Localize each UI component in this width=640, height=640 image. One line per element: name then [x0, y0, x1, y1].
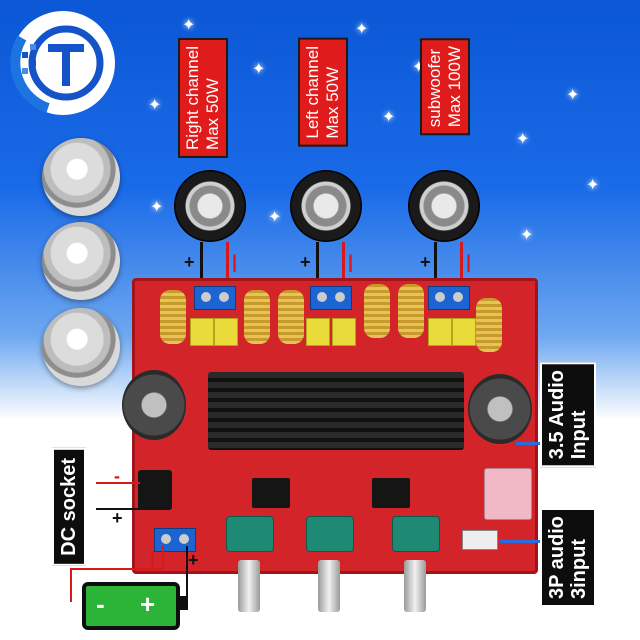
star-icon: ✦	[355, 21, 369, 38]
star-icon: ✦	[148, 97, 162, 114]
battery-minus: -	[96, 589, 105, 619]
power-terminal	[154, 528, 196, 552]
capacitor	[190, 318, 214, 346]
speaker-terminal	[428, 286, 470, 310]
battery-plus: +	[140, 589, 156, 619]
plus-sign: +	[300, 252, 311, 272]
right-speaker-icon	[174, 170, 246, 242]
audio-3p-input-label: 3P audio 3input	[540, 508, 596, 607]
left-channel-title: Left channel	[303, 46, 322, 139]
speaker-terminal	[310, 286, 352, 310]
inductor	[244, 290, 270, 344]
audio-35-input-label: 3.5 Audio Input	[540, 362, 596, 468]
audio-jack-3-5	[484, 468, 532, 520]
knob-cap-icon	[42, 222, 120, 300]
wire	[460, 242, 463, 292]
subwoofer-power: Max 100W	[445, 46, 464, 128]
electrolytic-capacitor	[122, 370, 186, 440]
capacitor	[306, 318, 330, 346]
minus-sign: |	[150, 548, 156, 568]
plus-sign: +	[420, 252, 431, 272]
inductor	[364, 284, 390, 338]
brand-logo	[10, 11, 115, 115]
heatsink	[208, 372, 464, 450]
wire	[70, 568, 164, 570]
wire	[200, 242, 203, 292]
speaker-terminal	[194, 286, 236, 310]
pot-shaft	[318, 560, 340, 612]
capacitor	[214, 318, 238, 346]
audio-3p-title: 3P audio	[546, 516, 568, 599]
minus-sign: |	[232, 252, 238, 272]
left-speaker-icon	[290, 170, 362, 242]
pot-shaft	[238, 560, 260, 612]
inductor	[160, 290, 186, 344]
wire	[70, 568, 72, 602]
star-icon: ✦	[268, 209, 282, 226]
subwoofer-title: subwoofer	[425, 48, 444, 128]
star-icon: ✦	[520, 227, 534, 244]
wire	[96, 482, 140, 484]
battery-terminal	[180, 596, 188, 610]
treble-potentiometer	[306, 516, 354, 552]
right-channel-title: Right channel	[183, 46, 202, 150]
right-channel-label: Right channel Max 50W	[178, 38, 228, 158]
star-icon: ✦	[182, 17, 196, 34]
subwoofer-label: subwoofer Max 100W	[420, 38, 470, 136]
pointer-line	[500, 540, 540, 543]
star-icon: ✦	[382, 109, 396, 126]
dc-socket-title: DC socket	[58, 458, 80, 556]
wire	[342, 242, 345, 292]
inductor	[398, 284, 424, 338]
3p-connector	[462, 530, 498, 550]
inductor	[278, 290, 304, 344]
ic-chip	[252, 478, 290, 508]
left-channel-power: Max 50W	[323, 66, 342, 139]
plus-sign: +	[112, 508, 123, 528]
ic-chip	[372, 478, 410, 508]
electrolytic-capacitor	[468, 374, 532, 444]
plus-sign: +	[188, 550, 199, 570]
volume-potentiometer	[392, 516, 440, 552]
wire	[162, 546, 164, 570]
star-icon: ✦	[252, 61, 266, 78]
wire	[226, 242, 229, 292]
star-icon: ✦	[566, 87, 580, 104]
wire	[316, 242, 319, 292]
inductor	[476, 298, 502, 352]
wire	[186, 546, 188, 602]
plus-sign: +	[184, 252, 195, 272]
star-icon: ✦	[516, 131, 530, 148]
wire	[434, 242, 437, 292]
pointer-line	[516, 442, 540, 445]
pot-shaft	[404, 560, 426, 612]
capacitor	[332, 318, 356, 346]
subwoofer-speaker-icon	[408, 170, 480, 242]
minus-sign: -	[114, 466, 120, 486]
dc-socket	[138, 470, 172, 510]
right-channel-power: Max 50W	[203, 78, 222, 150]
capacitor	[452, 318, 476, 346]
star-icon: ✦	[586, 177, 600, 194]
audio-3p-sub: 3input	[568, 539, 590, 599]
knob-cap-icon	[42, 138, 120, 216]
left-channel-label: Left channel Max 50W	[298, 38, 348, 147]
star-icon: ✦	[150, 199, 164, 216]
capacitor	[428, 318, 452, 346]
wire	[96, 508, 140, 510]
minus-sign: |	[348, 252, 354, 272]
audio-35-sub: Input	[568, 410, 590, 460]
dc-socket-label: DC socket	[52, 448, 86, 566]
audio-35-title: 3.5 Audio	[546, 370, 568, 460]
minus-sign: |	[466, 252, 472, 272]
knob-cap-icon	[42, 308, 120, 386]
battery-icon: - +	[82, 582, 188, 630]
bass-potentiometer	[226, 516, 274, 552]
